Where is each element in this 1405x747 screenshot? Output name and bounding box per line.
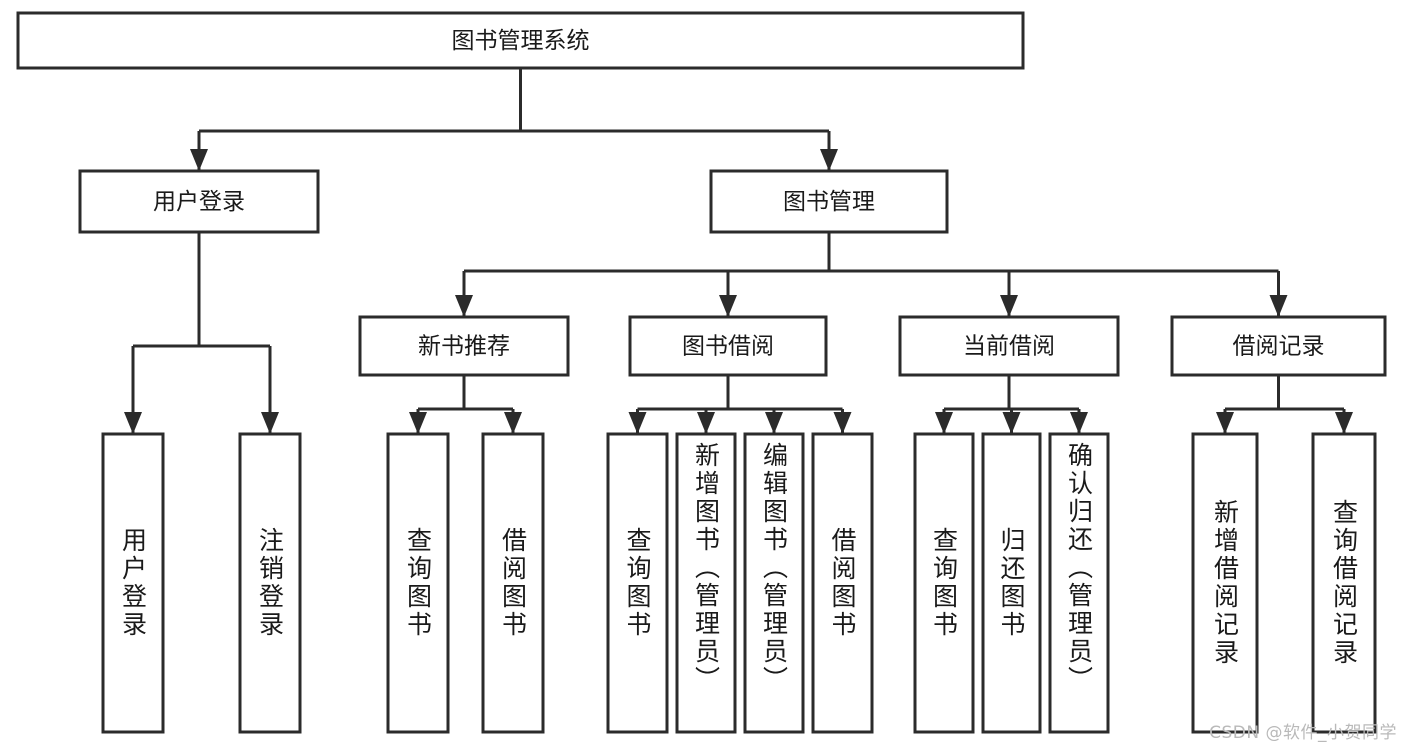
node-level3-box-2[interactable] (898, 315, 1120, 377)
node-leaf-box-11[interactable] (1191, 432, 1259, 734)
node-level2-label-0: 用户登录 (153, 189, 245, 215)
node-leaf-box-4[interactable] (606, 432, 669, 734)
node-leaf-box-2[interactable] (386, 432, 450, 734)
node-leaf-box-0[interactable] (101, 432, 165, 734)
connectors-layer (124, 68, 1353, 434)
node-leaf-box-3[interactable] (481, 432, 545, 734)
node-leaf-box-9[interactable] (981, 432, 1042, 734)
node-leaf-box-8[interactable] (913, 432, 975, 734)
node-leaf-box-7[interactable] (811, 432, 874, 734)
node-leaf-box-1[interactable] (238, 432, 302, 734)
node-level3-label-0: 新书推荐 (418, 334, 510, 360)
node-leaf-box-12[interactable] (1311, 432, 1377, 734)
node-level3-box-1[interactable] (628, 315, 828, 377)
node-level2-box-1[interactable] (709, 169, 949, 234)
node-leaf-box-10[interactable] (1048, 432, 1110, 734)
node-root-box[interactable] (16, 11, 1025, 70)
node-level3-label-2: 当前借阅 (963, 334, 1055, 360)
boxes-layer (16, 11, 1387, 734)
node-leaf-box-5[interactable] (675, 432, 737, 734)
node-level2-label-1: 图书管理 (783, 189, 875, 215)
node-level3-box-3[interactable] (1170, 315, 1387, 377)
node-level3-label-3: 借阅记录 (1233, 334, 1325, 360)
node-level2-box-0[interactable] (78, 169, 320, 234)
node-root-label: 图书管理系统 (452, 28, 590, 54)
node-leaf-box-6[interactable] (743, 432, 805, 734)
node-level3-box-0[interactable] (358, 315, 570, 377)
node-level3-label-1: 图书借阅 (682, 334, 774, 360)
watermark-text: CSDN @软件_小贺同学 (1209, 723, 1397, 743)
